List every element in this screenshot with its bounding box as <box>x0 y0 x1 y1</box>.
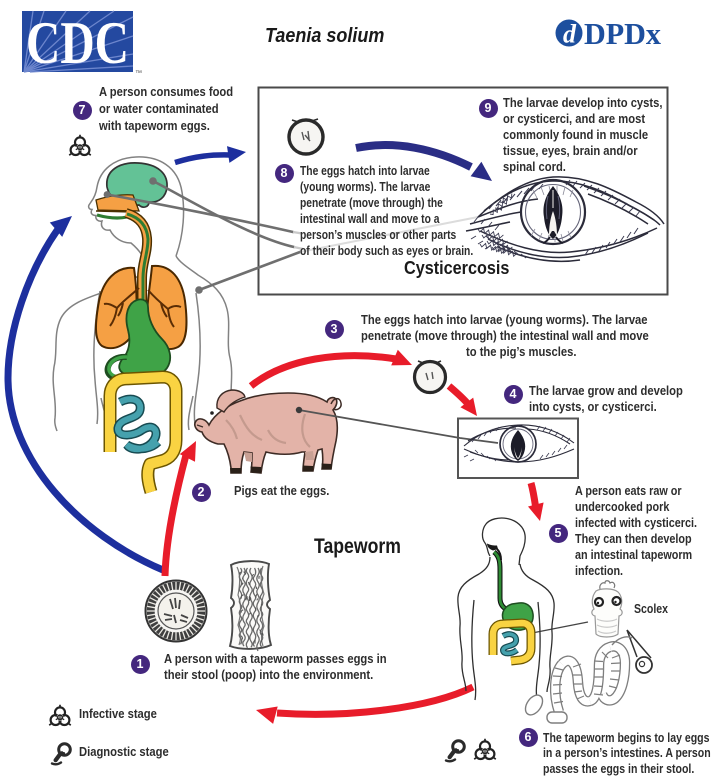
svg-text:™: ™ <box>135 70 142 77</box>
svg-text:d: d <box>563 20 577 49</box>
svg-text:DPDx: DPDx <box>584 16 661 51</box>
svg-text:CDC: CDC <box>26 10 129 76</box>
